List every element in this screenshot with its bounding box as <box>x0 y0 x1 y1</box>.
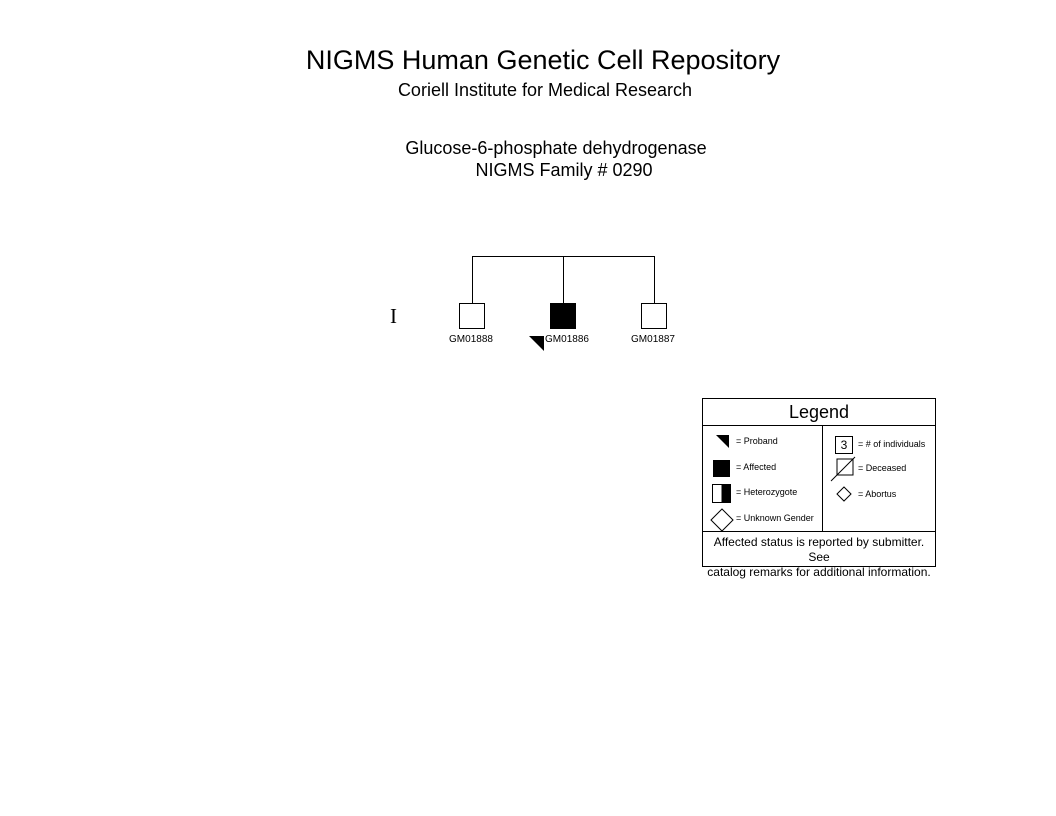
unknown-gender-icon <box>710 508 734 532</box>
heterozygote-icon <box>712 484 731 503</box>
page-title: NIGMS Human Genetic Cell Repository <box>305 45 781 75</box>
count-number: 3 <box>840 438 848 452</box>
legend-footer-line2: catalog remarks for additional informati… <box>707 565 931 579</box>
legend-affected-label: = Affected <box>736 462 777 472</box>
legend-footer: Affected status is reported by submitter… <box>703 531 935 579</box>
individual-male-unaffected[interactable] <box>641 303 667 329</box>
legend-count-label: = # of individuals <box>858 439 926 449</box>
legend-unknown-gender-label: = Unknown Gender <box>736 513 814 523</box>
legend-proband-label: = Proband <box>736 436 778 446</box>
legend-title: Legend <box>703 399 935 426</box>
drop-line <box>563 256 564 303</box>
deceased-icon <box>830 456 856 482</box>
legend-heterozygote-label: = Heterozygote <box>736 487 798 497</box>
drop-line <box>472 256 473 303</box>
affected-icon <box>713 460 730 477</box>
individual-male-unaffected[interactable] <box>459 303 485 329</box>
legend-footer-line1: Affected status is reported by submitter… <box>713 535 925 564</box>
legend-divider <box>822 426 823 531</box>
count-icon: 3 <box>835 436 853 454</box>
legend-abortus-label: = Abortus <box>858 489 897 499</box>
proband-icon <box>716 435 729 448</box>
proband-arrow-icon <box>529 336 544 351</box>
family-number: NIGMS Family # 0290 <box>475 160 653 180</box>
drop-line <box>654 256 655 303</box>
legend: Legend = Proband = Affected = Heterozygo… <box>702 398 936 579</box>
individual-label: GM01887 <box>631 334 675 345</box>
generation-label: I <box>390 304 397 328</box>
individual-male-affected[interactable] <box>550 303 576 329</box>
individual-label: GM01886 <box>545 334 589 345</box>
legend-deceased-label: = Deceased <box>858 463 907 473</box>
gene-name: Glucose-6-phosphate dehydrogenase <box>405 138 707 158</box>
page-subtitle: Coriell Institute for Medical Research <box>397 80 693 100</box>
individual-label: GM01888 <box>449 334 493 345</box>
abortus-icon <box>836 486 852 502</box>
